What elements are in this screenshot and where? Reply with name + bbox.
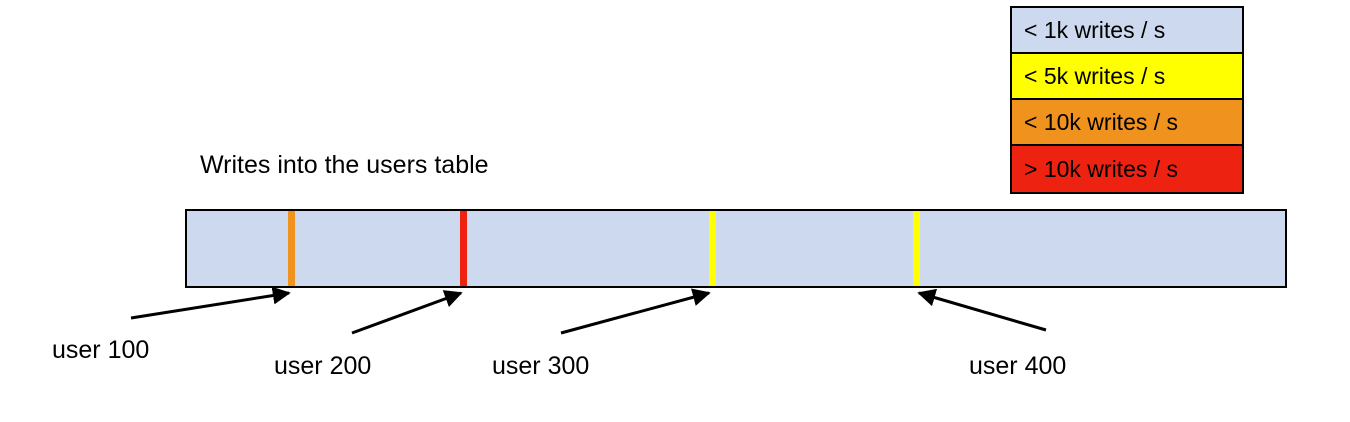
marker-user-300: [709, 211, 716, 286]
writes-track-bar: [185, 209, 1287, 288]
legend-label-over-10k: > 10k writes / s: [1024, 155, 1179, 182]
callout-label-user-200: user 200: [274, 352, 372, 380]
arrow-user-300: [560, 288, 711, 335]
marker-user-200: [460, 211, 467, 286]
callout-label-user-400: user 400: [969, 352, 1067, 380]
legend-row-under-10k: < 10k writes / s: [1012, 100, 1242, 146]
legend-row-under-5k: < 5k writes / s: [1012, 54, 1242, 100]
legend-label-under-10k: < 10k writes / s: [1024, 108, 1179, 135]
marker-user-400: [913, 211, 920, 286]
arrow-user-400: [917, 288, 1047, 332]
arrow-user-100: [130, 286, 291, 320]
arrow-user-200: [351, 290, 463, 335]
legend-row-under-1k: < 1k writes / s: [1012, 8, 1242, 54]
chart-title: Writes into the users table: [200, 151, 489, 179]
marker-user-100: [288, 211, 295, 286]
callout-label-user-300: user 300: [492, 352, 590, 380]
callout-label-user-100: user 100: [52, 336, 150, 364]
legend-row-over-10k: > 10k writes / s: [1012, 146, 1242, 192]
legend: < 1k writes / s < 5k writes / s < 10k wr…: [1010, 6, 1244, 194]
legend-label-under-1k: < 1k writes / s: [1024, 16, 1166, 43]
legend-label-under-5k: < 5k writes / s: [1024, 62, 1166, 89]
